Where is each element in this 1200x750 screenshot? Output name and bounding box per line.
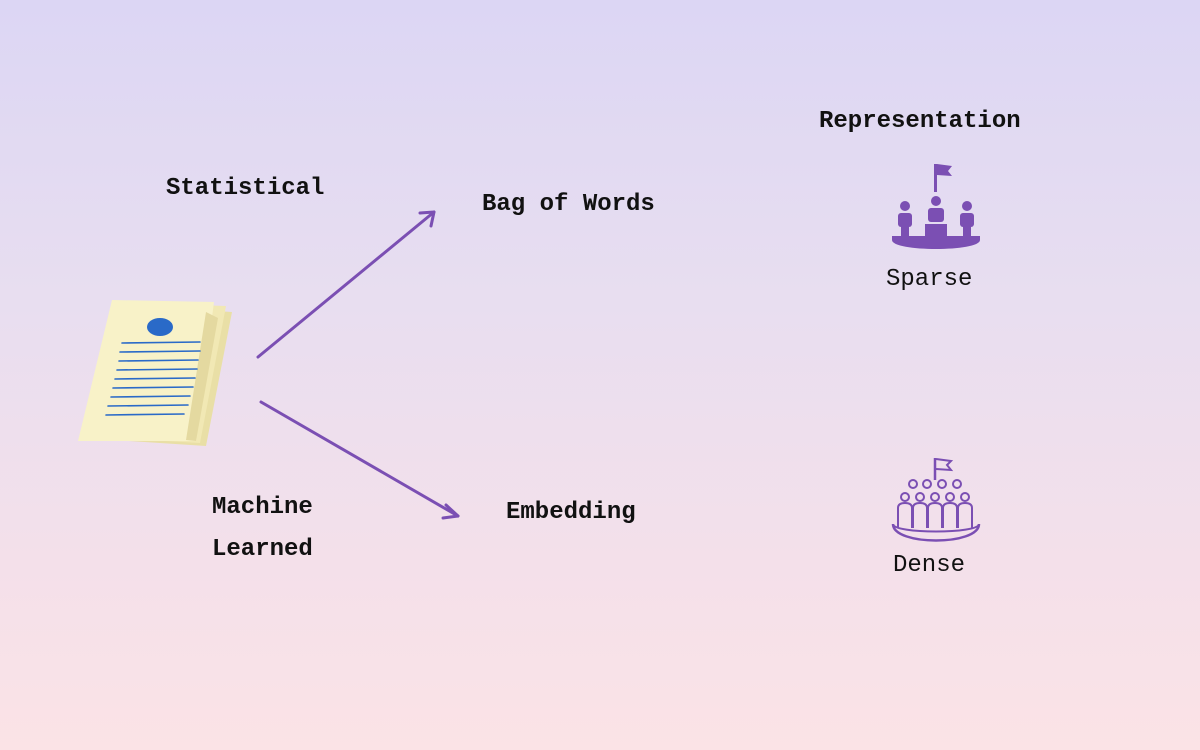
label-bag-of-words: Bag of Words — [482, 191, 655, 218]
label-dense: Dense — [893, 552, 966, 579]
dense-crowd-icon — [891, 458, 981, 542]
document-icon — [78, 300, 232, 446]
label-machine: Machine — [212, 494, 313, 521]
label-representation: Representation — [819, 108, 1021, 135]
label-statistical: Statistical — [166, 175, 325, 202]
label-sparse: Sparse — [886, 266, 973, 293]
arrow-to-embedding — [259, 400, 460, 520]
label-learned: Learned — [212, 536, 313, 563]
label-embedding: Embedding — [506, 499, 636, 526]
sparse-group-icon — [892, 164, 980, 249]
arrow-to-bag-of-words — [256, 210, 436, 359]
